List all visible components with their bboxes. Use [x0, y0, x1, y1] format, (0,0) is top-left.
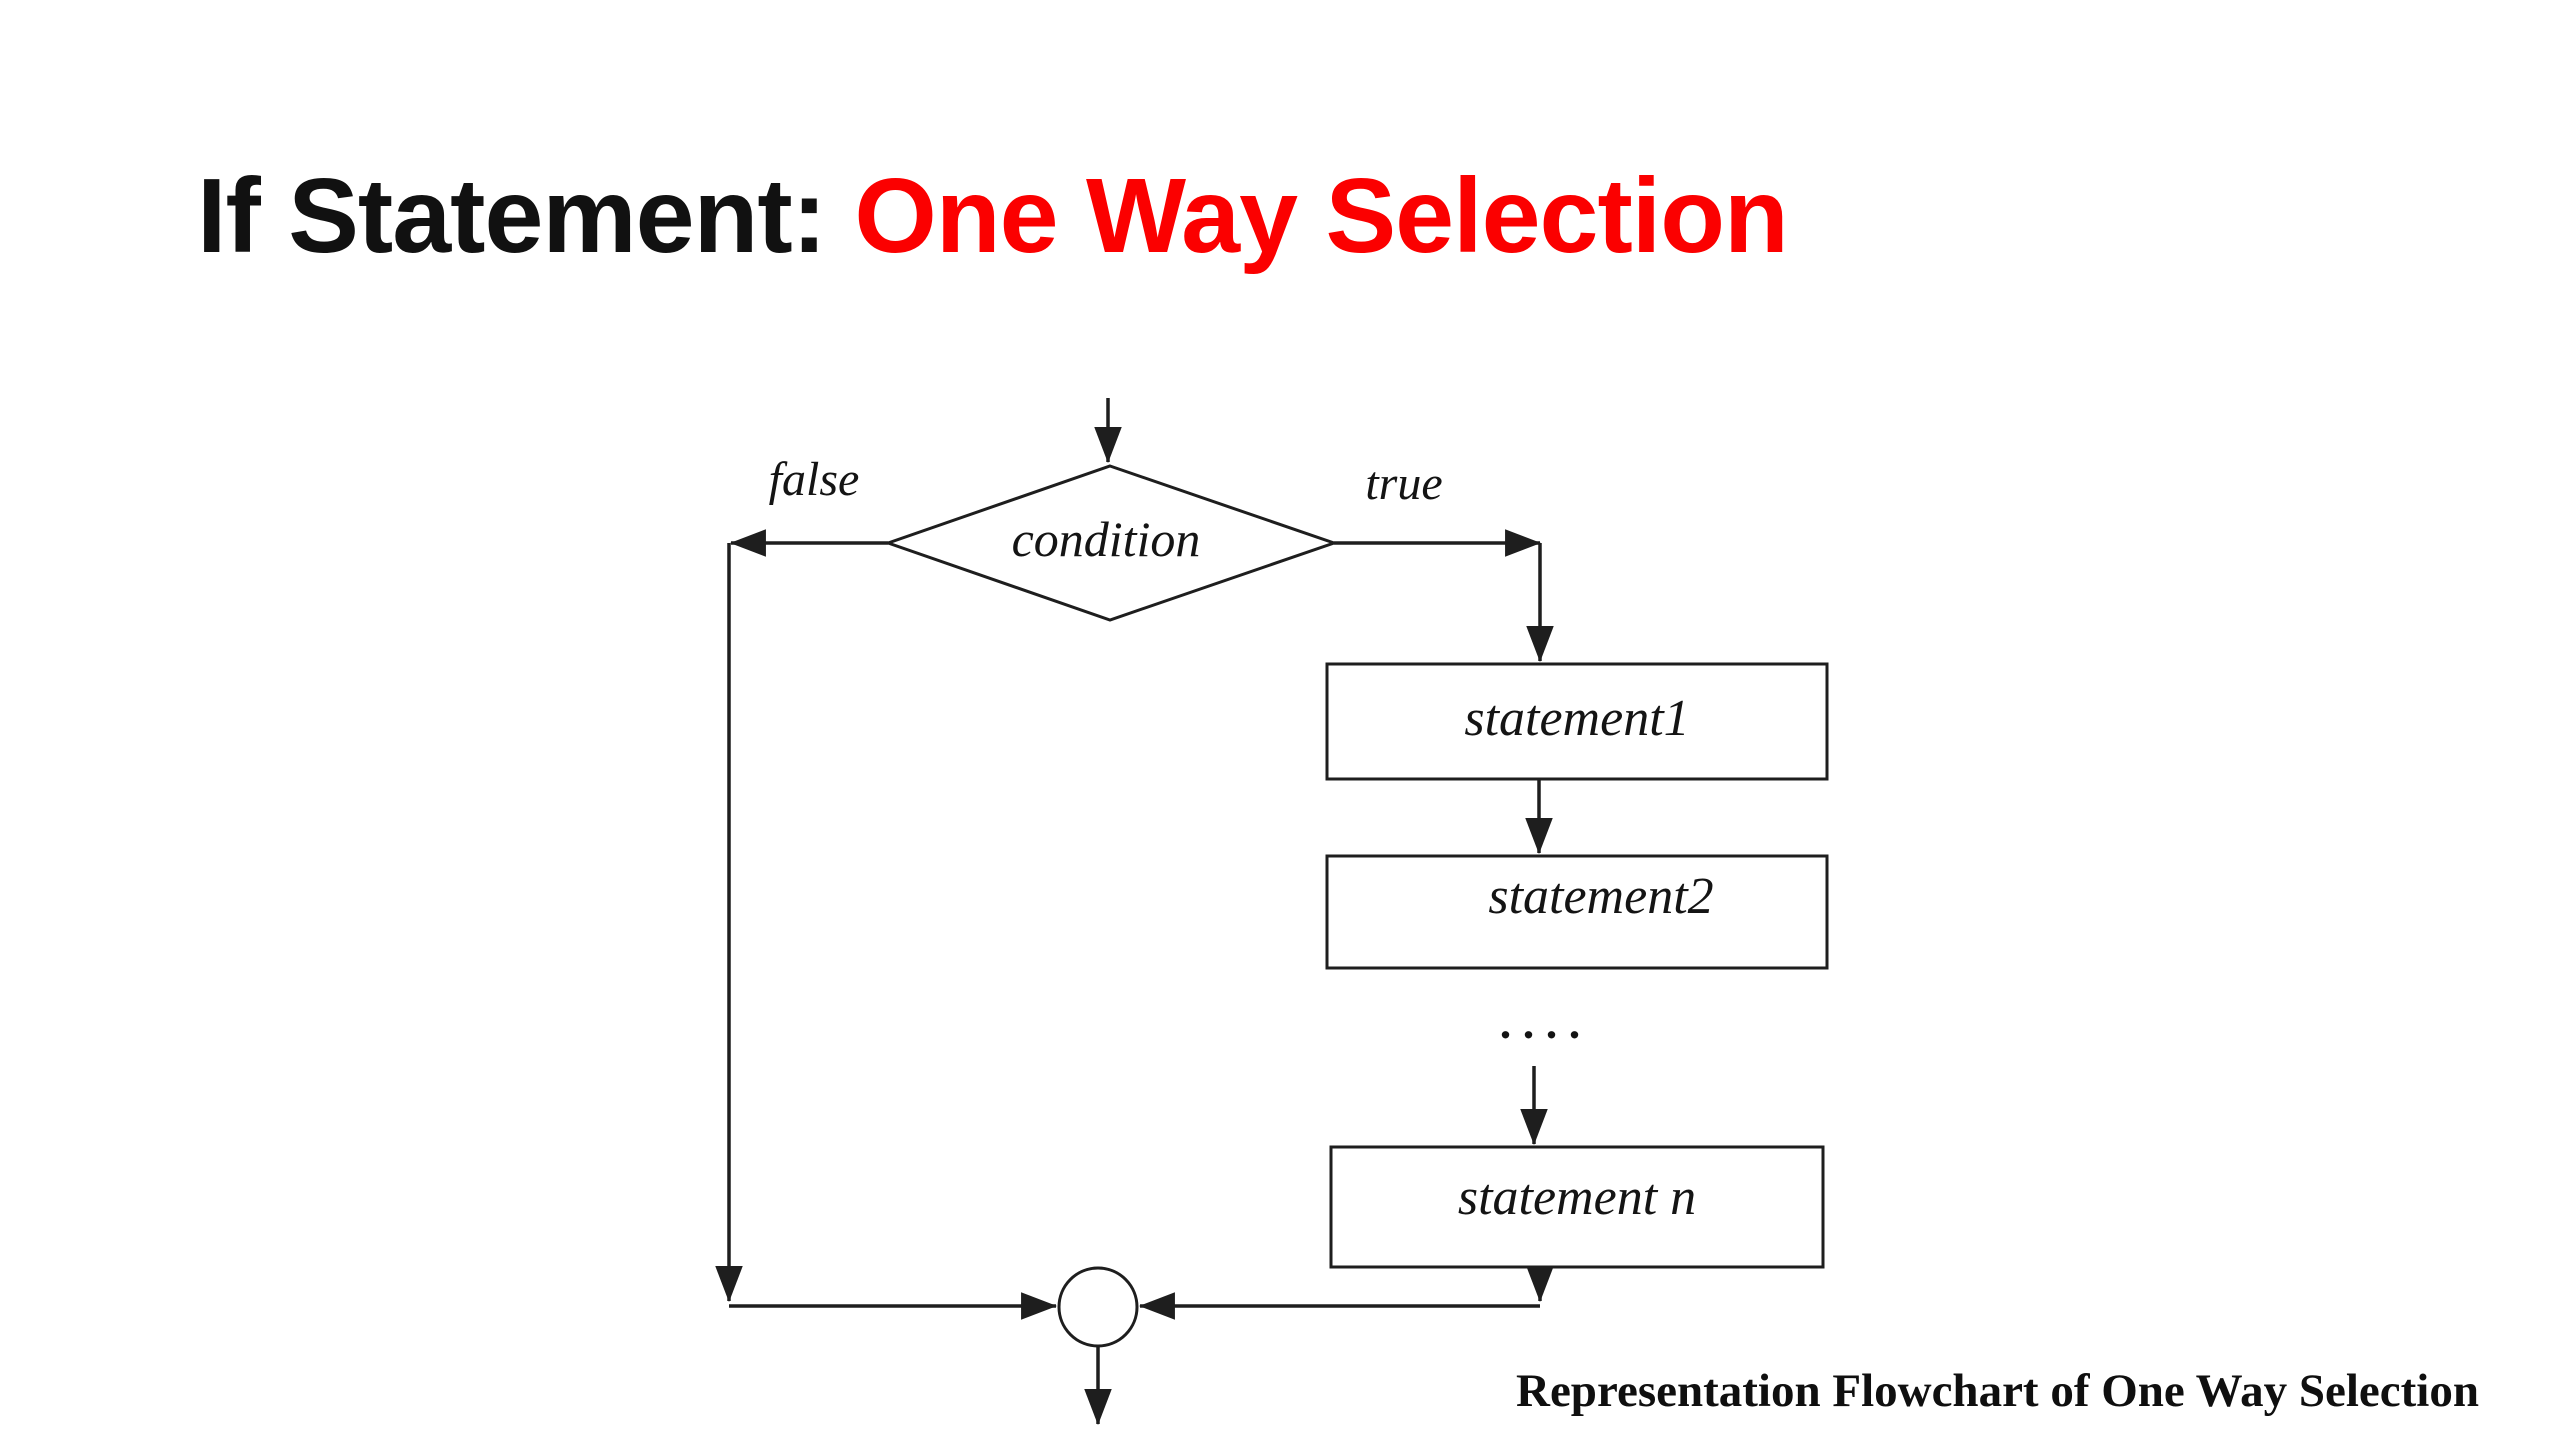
page-title-prefix: If Statement: — [197, 157, 855, 275]
page-title: If Statement: One Way Selection — [197, 163, 1789, 269]
statement1-label: statement1 — [1464, 690, 1689, 747]
connector-circle — [1057, 1266, 1139, 1348]
true-branch-label: true — [1365, 457, 1442, 510]
statement-n-box — [1329, 1145, 1825, 1269]
condition-label: condition — [1012, 511, 1201, 567]
page-title-highlight: One Way Selection — [854, 157, 1788, 275]
condition-diamond — [883, 464, 1339, 622]
figure-caption: Representation Flowchart of One Way Sele… — [1516, 1365, 2479, 1417]
statement1-box — [1325, 662, 1829, 781]
false-branch-label: false — [769, 453, 860, 506]
statement2-label: statement2 — [1488, 868, 1713, 925]
statement2-box — [1325, 854, 1829, 970]
statement-n-label: statement n — [1458, 1169, 1696, 1226]
ellipsis-dots: . . . . — [1500, 997, 1581, 1048]
